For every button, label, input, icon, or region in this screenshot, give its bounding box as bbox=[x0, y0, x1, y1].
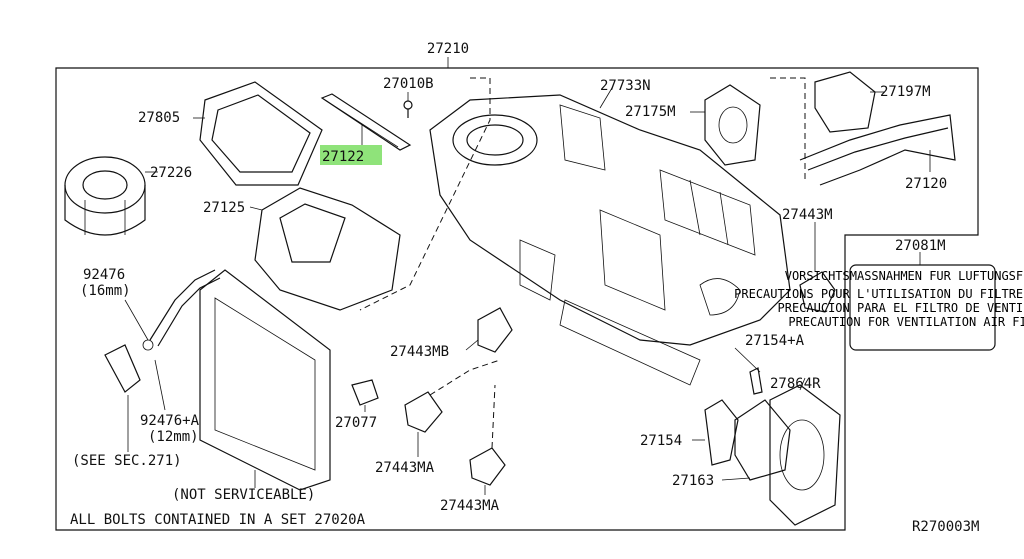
label-27163: 27163 bbox=[672, 473, 714, 489]
label-27864R: 27864R bbox=[770, 376, 821, 392]
label-27081M: 27081M bbox=[895, 238, 946, 254]
label-27175M: 27175M bbox=[625, 104, 676, 120]
label-92476A: 92476+A bbox=[140, 413, 200, 429]
leader-27733N bbox=[599, 87, 613, 109]
part-27443MA-1-drawing bbox=[404, 359, 501, 457]
part-27443MB-drawing bbox=[465, 307, 513, 353]
assembly-guide-dash-2 bbox=[770, 77, 806, 180]
footer-note: ALL BOLTS CONTAINED IN A SET 27020A bbox=[70, 512, 366, 528]
label-27010B: 27010B bbox=[383, 76, 434, 92]
part-27122-drawing bbox=[320, 93, 412, 151]
part-92476-drawing bbox=[124, 269, 221, 411]
label-27197M: 27197M bbox=[880, 84, 931, 100]
label-92476-size: (16mm) bbox=[80, 283, 131, 299]
label-sheet-line-3: PRECAUCION PARA EL FILTRO DE VENTILACION bbox=[778, 301, 1024, 315]
label-27805: 27805 bbox=[138, 110, 180, 126]
part-27864R-drawing bbox=[769, 377, 841, 526]
part-27210-housing-drawing bbox=[429, 94, 791, 386]
part-27077-drawing bbox=[351, 379, 379, 412]
part-27154A-drawing bbox=[734, 347, 763, 395]
evaporator-core-drawing bbox=[199, 269, 331, 491]
part-27081M-drawing bbox=[849, 252, 996, 351]
part-27805-drawing bbox=[193, 81, 323, 186]
part-27010B-drawing bbox=[403, 92, 413, 118]
part-27226-drawing bbox=[64, 156, 158, 236]
label-see-sec-271: (SEE SEC.271) bbox=[72, 453, 182, 469]
reference-code: R270003M bbox=[912, 519, 979, 535]
label-sheet-line-1: VORSICHTSMASSNAHMEN FUR LUFTUNGSFILTER bbox=[785, 269, 1024, 283]
label-27226: 27226 bbox=[150, 165, 192, 181]
assembly-guide-dash-1 bbox=[359, 77, 491, 311]
part-27175M-drawing bbox=[690, 84, 761, 166]
label-sheet-line-2: PRECAUTIONS POUR L'UTILISATION DU FILTRE… bbox=[734, 287, 1024, 301]
label-not-serviceable: (NOT SERVICEABLE) bbox=[172, 487, 315, 503]
label-sheet-line-4: PRECAUTION FOR VENTILATION AIR FILTER bbox=[788, 315, 1024, 329]
label-27443MB: 27443MB bbox=[390, 344, 449, 360]
label-92476A-size: (12mm) bbox=[148, 429, 199, 445]
label-27154A: 27154+A bbox=[745, 333, 805, 349]
part-27197M-drawing bbox=[814, 71, 885, 133]
label-27154: 27154 bbox=[640, 433, 682, 449]
highlight-27122 bbox=[320, 145, 382, 165]
label-27125: 27125 bbox=[203, 200, 245, 216]
part-27125-drawing bbox=[249, 187, 401, 311]
part-27120-drawing bbox=[799, 114, 956, 186]
expansion-valve-drawing bbox=[104, 344, 141, 452]
part-27154-drawing bbox=[692, 399, 739, 466]
label-27443M: 27443M bbox=[782, 207, 833, 223]
label-27120: 27120 bbox=[905, 176, 947, 192]
label-27443MA-2: 27443MA bbox=[440, 498, 500, 514]
label-27443MA-1: 27443MA bbox=[375, 460, 435, 476]
part-27443MA-2-drawing bbox=[469, 384, 506, 495]
part-27163-drawing bbox=[721, 399, 791, 481]
label-27733N: 27733N bbox=[600, 78, 651, 94]
label-27077: 27077 bbox=[335, 415, 377, 431]
label-27122[interactable]: 27122 bbox=[322, 149, 364, 165]
part-27443M-drawing bbox=[799, 222, 836, 313]
label-92476: 92476 bbox=[83, 267, 125, 283]
diagram-frame bbox=[55, 67, 979, 531]
label-27210: 27210 bbox=[427, 41, 469, 57]
